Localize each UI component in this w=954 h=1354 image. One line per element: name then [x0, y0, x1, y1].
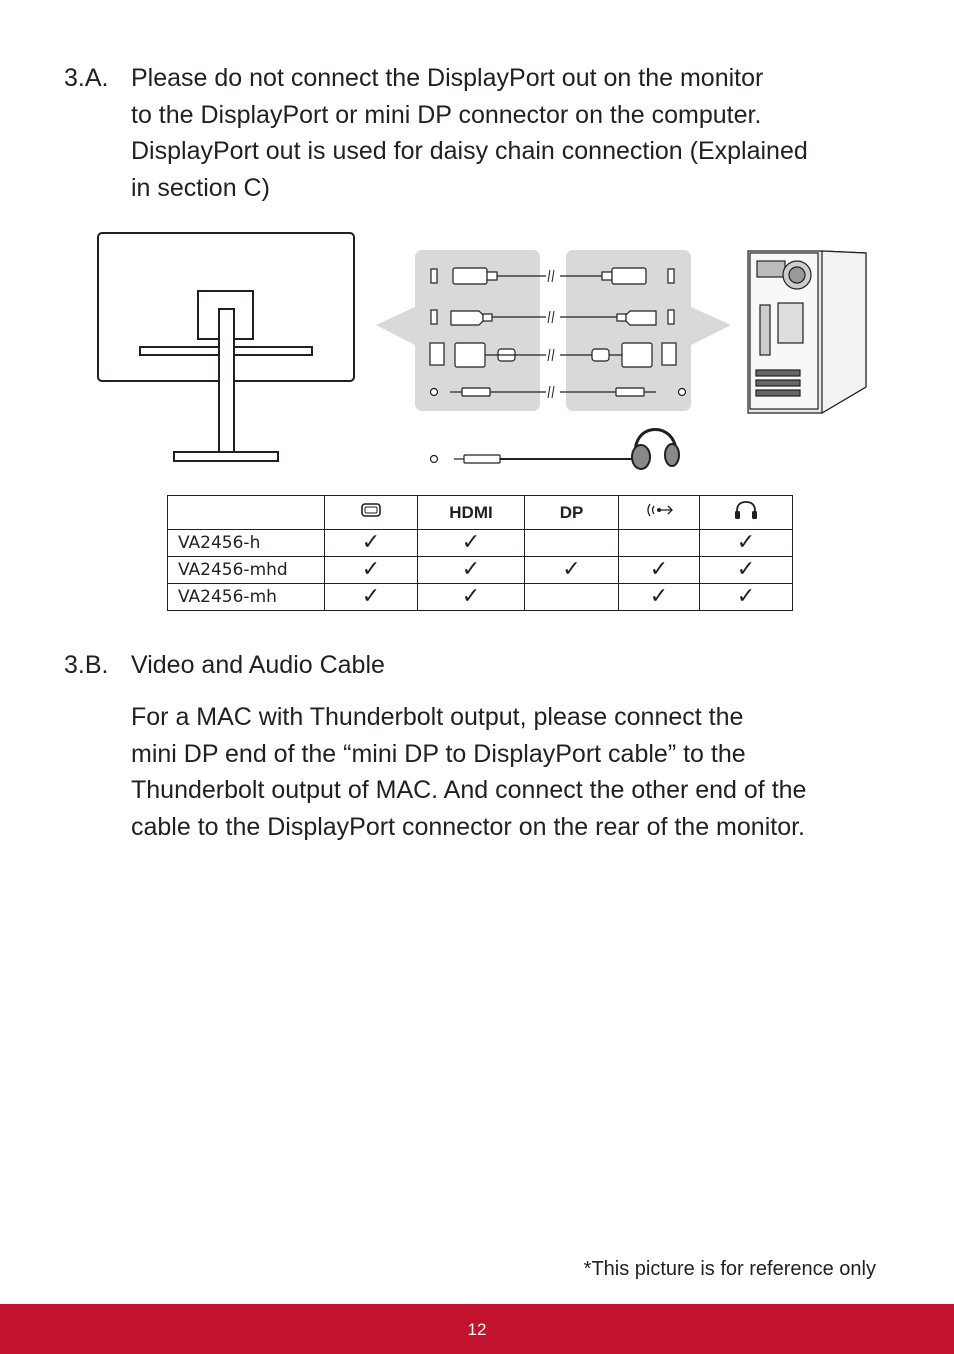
section-a-line-4: in section C): [131, 173, 270, 202]
table-row: VA2456-mhd ✓ ✓ ✓ ✓ ✓: [167, 556, 793, 584]
check-icon: ✓: [361, 556, 381, 582]
audio-cable: [429, 387, 687, 397]
table-header-row: HDMI DP: [167, 495, 793, 530]
cable-break-marks: [547, 269, 555, 399]
header-cell-vga: [324, 495, 418, 530]
support-cell: ✓: [699, 556, 793, 584]
check-icon: ✓: [736, 556, 756, 582]
support-cell: ✓: [324, 583, 418, 611]
page-footer: 12: [0, 1304, 954, 1354]
check-icon: ✓: [461, 529, 481, 555]
table-row: VA2456-h ✓ ✓ ✓: [167, 529, 793, 557]
support-cell: ✓: [417, 529, 525, 557]
support-cell: ✓: [417, 583, 525, 611]
reference-note: *This picture is for reference only: [583, 1258, 876, 1280]
header-cell-hdmi: HDMI: [417, 495, 525, 530]
support-cell: ✓: [324, 529, 418, 557]
dp-cable: [430, 267, 675, 285]
support-cell: ✓: [699, 529, 793, 557]
section-b-number: 3.B.: [64, 651, 109, 679]
support-cell: ✓: [417, 556, 525, 584]
vga-cable: [429, 342, 677, 368]
section-b-title: Video and Audio Cable: [131, 651, 385, 679]
section-a-line-3: DisplayPort out is used for daisy chain …: [131, 137, 808, 165]
table-body: VA2456-h✓✓✓VA2456-mhd✓✓✓✓✓VA2456-mh✓✓✓✓: [167, 529, 793, 611]
support-cell: [524, 529, 619, 557]
support-cell: ✓: [618, 556, 700, 584]
check-icon: ✓: [562, 556, 581, 582]
audio-in-icon: [647, 503, 673, 517]
section-b-line-3: Thunderbolt output of MAC. And connect t…: [131, 776, 807, 804]
check-icon: ✓: [736, 583, 756, 609]
check-icon: ✓: [461, 583, 481, 609]
check-icon: ✓: [649, 556, 669, 582]
vga-icon: [361, 503, 381, 517]
header-cell-audio-in: [618, 495, 700, 530]
support-cell: ✓: [324, 556, 418, 584]
section-a-line-2: to the DisplayPort or mini DP connector …: [131, 100, 762, 129]
check-icon: ✓: [361, 529, 381, 555]
section-b-line-1: For a MAC with Thunderbolt output, pleas…: [131, 703, 744, 731]
section-b-line-4: cable to the DisplayPort connector on th…: [131, 812, 805, 841]
header-cell-model: [167, 495, 325, 530]
support-cell: ✓: [524, 556, 619, 584]
table-row: VA2456-mh ✓ ✓ ✓ ✓: [167, 583, 793, 611]
compatibility-table: HDMI DP VA2456-h✓✓✓VA2456-mhd✓✓✓✓✓VA2456…: [167, 495, 793, 611]
model-cell: VA2456-h: [167, 529, 325, 557]
support-cell: ✓: [699, 583, 793, 611]
support-cell: [524, 583, 619, 611]
hdmi-cable: [430, 309, 675, 326]
model-cell: VA2456-mhd: [167, 556, 325, 584]
page-number: 12: [467, 1320, 487, 1339]
headphone-illustration: [429, 428, 680, 470]
headphone-icon: [735, 501, 757, 519]
section-a-number: 3.A.: [64, 64, 109, 92]
header-cell-dp: DP: [524, 495, 619, 530]
header-cell-headphone: [699, 495, 793, 530]
model-cell: VA2456-mh: [167, 583, 325, 611]
check-icon: ✓: [361, 583, 381, 609]
support-cell: ✓: [618, 583, 700, 611]
section-b-line-2: mini DP end of the “mini DP to DisplayPo…: [131, 739, 746, 768]
monitor-rear-illustration: [97, 232, 355, 462]
connector-panels: [376, 250, 731, 411]
support-cell: [618, 529, 700, 557]
check-icon: ✓: [736, 529, 756, 555]
check-icon: ✓: [461, 556, 481, 582]
section-a-line-1: Please do not connect the DisplayPort ou…: [131, 64, 764, 92]
check-icon: ✓: [649, 583, 669, 609]
connection-diagram: [97, 232, 867, 470]
computer-tower-illustration: [747, 250, 867, 415]
